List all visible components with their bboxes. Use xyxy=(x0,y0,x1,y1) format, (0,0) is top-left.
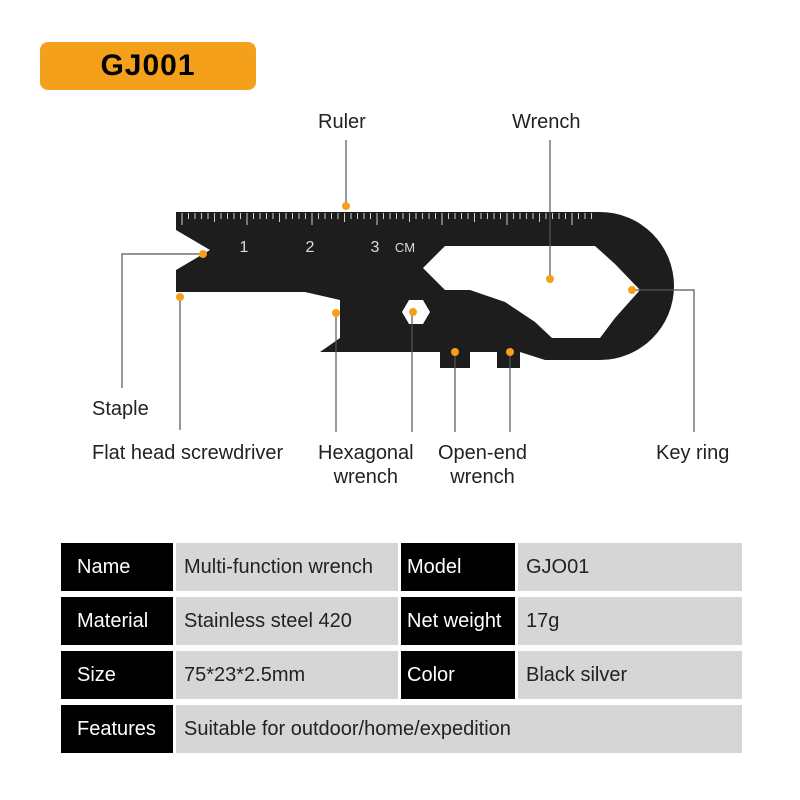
marker-dots xyxy=(176,202,636,356)
dot-ruler xyxy=(342,202,350,210)
dot-flat-head xyxy=(176,293,184,301)
model-badge: GJ001 xyxy=(40,42,256,90)
ruler-mark-2: 2 xyxy=(306,239,315,256)
dot-wrench xyxy=(546,275,554,283)
ruler-mark-1: 1 xyxy=(240,239,249,256)
leader-lines xyxy=(121,140,695,432)
dot-hex-left xyxy=(332,309,340,317)
spec-model-value: GJO01 xyxy=(518,543,742,591)
label-key-ring: Key ring xyxy=(656,442,730,464)
label-staple: Staple xyxy=(92,398,149,420)
dot-staple xyxy=(199,250,207,258)
spec-table: Name Multi-function wrench Model GJO01 M… xyxy=(61,543,742,753)
label-hexagonal-wrench: Hexagonal wrench xyxy=(318,442,414,488)
label-wrench: Wrench xyxy=(512,111,581,133)
spec-material-label: Material xyxy=(61,597,173,645)
spec-size-label: Size xyxy=(61,651,173,699)
label-flat-head-screwdriver: Flat head screwdriver xyxy=(92,442,284,464)
ruler-mark-3: 3 xyxy=(371,239,380,256)
label-ruler: Ruler xyxy=(318,111,366,133)
spec-color-value: Black silver xyxy=(518,651,742,699)
spec-features-value: Suitable for outdoor/home/expedition xyxy=(176,705,742,753)
wrench-cutout xyxy=(423,246,640,338)
spec-name-value: Multi-function wrench xyxy=(176,543,398,591)
spec-size-value: 75*23*2.5mm xyxy=(176,651,398,699)
spec-weight-value: 17g xyxy=(518,597,742,645)
spec-weight-label: Net weight xyxy=(401,597,515,645)
spec-features-label: Features xyxy=(61,705,173,753)
ruler-unit: CM xyxy=(395,240,415,255)
spec-color-label: Color xyxy=(401,651,515,699)
ruler-ticks xyxy=(181,213,592,225)
dot-hex-right xyxy=(409,308,417,316)
spec-model-label: Model xyxy=(401,543,515,591)
dot-open-end-left xyxy=(451,348,459,356)
dot-key-ring xyxy=(628,286,636,294)
tool-diagram: 1 2 3 CM xyxy=(121,140,695,432)
spec-name-label: Name xyxy=(61,543,173,591)
spec-material-value: Stainless steel 420 xyxy=(176,597,398,645)
label-open-end-wrench: Open-end wrench xyxy=(438,442,527,488)
dot-open-end-right xyxy=(506,348,514,356)
